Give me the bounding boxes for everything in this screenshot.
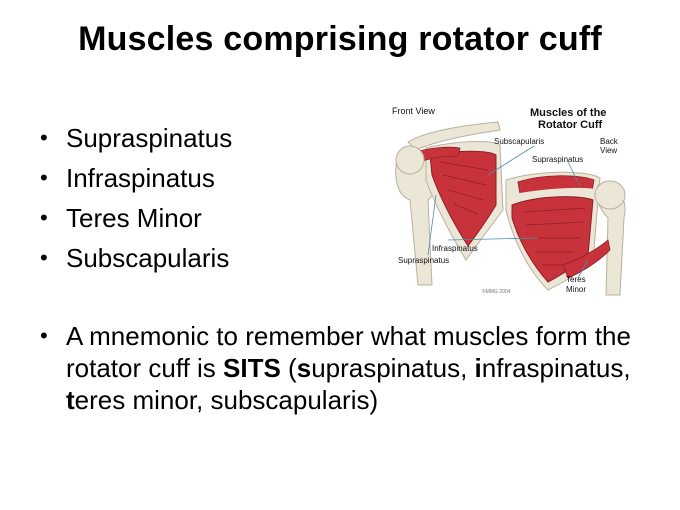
supraspinatus-front-label: Supraspinatus [398,256,450,265]
leader-lines [427,145,589,279]
bullet-icon: • [40,323,48,348]
back-view-shoulder [505,171,626,296]
infraspinatus-label: Infraspinatus [432,244,478,253]
mnemonic-initial-s: s [296,353,312,383]
mnemonic-initial-t: t [66,385,75,415]
slide-title: Muscles comprising rotator cuff [78,20,602,58]
figure-title-line1: Muscles of the [530,107,607,119]
mnemonic-text: A mnemonic to remember what muscles form… [40,320,660,416]
mnemonic-word-supraspinatus: upraspinatus, [311,353,475,383]
back-view-label-2: View [600,146,618,155]
mnemonic-word-infraspinatus: nfraspinatus, [481,353,631,383]
front-view-shoulder [395,121,504,286]
muscle-name: Supraspinatus [66,123,233,153]
bullet-icon: • [40,165,48,190]
mnemonic-open-paren: ( [280,353,297,383]
teres-minor-label-1: Teres [566,275,586,284]
mnemonic-acronym: SITS [223,353,281,383]
back-view-label-1: Back [600,137,618,146]
copyright-label: ©MMG 2004 [482,289,511,295]
mnemonic-word-subscapularis: subscapularis) [210,385,379,415]
mnemonic-word-teres-minor: eres minor, [74,385,211,415]
muscle-name: Teres Minor [66,203,202,233]
muscle-name: Subscapularis [66,243,230,273]
bullet-icon: • [40,125,48,150]
supraspinatus-back-label: Supraspinatus [532,155,584,164]
bullet-icon: • [40,245,48,270]
list-item: • Supraspinatus [40,118,232,158]
figure-title-line2: Rotator Cuff [538,119,603,131]
muscle-list: • Supraspinatus • Infraspinatus • Teres Min… [40,118,232,278]
rotator-cuff-illustration: Front View Muscles of the Rotator Cuff S… [388,100,632,300]
list-item: • Infraspinatus [40,158,232,198]
mnemonic-intro: A mnemonic to remember what muscles form… [66,321,631,383]
mnemonic-paragraph: • A mnemonic to remember what muscles fo… [40,320,660,416]
shoulder-anatomy-drawing [395,121,626,296]
muscle-name: Infraspinatus [66,163,215,193]
teres-minor-label-2: Minor [566,285,587,294]
list-item: • Teres Minor [40,198,232,238]
bullet-icon: • [40,205,48,230]
list-item: • Subscapularis [40,238,232,278]
subscapularis-label: Subscapularis [494,137,545,146]
mnemonic-initial-i: i [474,353,482,383]
front-view-label: Front View [392,106,435,116]
